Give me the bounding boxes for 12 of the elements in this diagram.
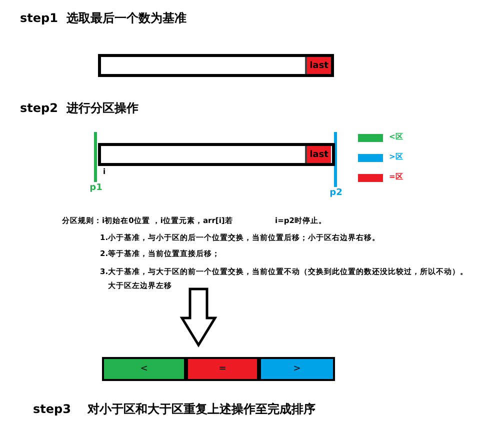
step-heading: step1 选取最后一个数为基准 xyxy=(20,10,186,27)
pivot-cell: last xyxy=(305,146,331,163)
partition-cell: < xyxy=(102,357,186,381)
step-heading: step2 进行分区操作 xyxy=(20,100,138,117)
partition-cell: > xyxy=(259,357,335,381)
array-box xyxy=(98,54,334,77)
pointer-label: p1 xyxy=(88,182,104,193)
pointer-label: p2 xyxy=(328,187,344,198)
array-box xyxy=(98,143,335,166)
partition-cell: = xyxy=(186,357,259,381)
step-heading: step3 对小于区和大于区重复上述操作至完成排序 xyxy=(33,401,316,418)
pivot-cell: last xyxy=(305,57,331,74)
